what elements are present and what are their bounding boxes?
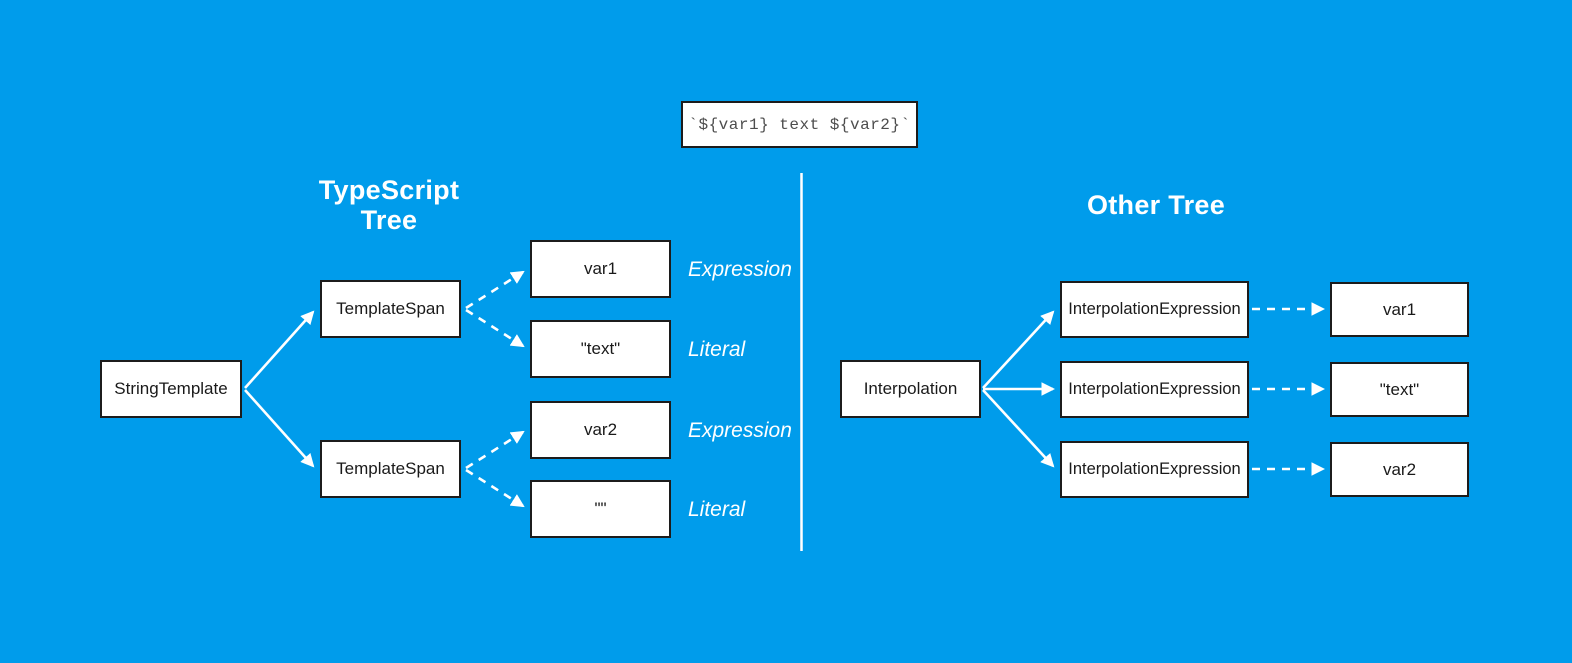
code-snippet-box: `${var1} text ${var2}` (681, 101, 918, 148)
kind-label-literal-1: Literal (688, 338, 746, 361)
node-leaf-r-var1: var1 (1330, 282, 1469, 337)
typescript-tree-title: TypeScript Tree (318, 175, 460, 235)
arrow-stringtemplate-templatespan-1 (244, 310, 315, 389)
arrow-stringtemplate-templatespan-2 (244, 389, 315, 468)
kind-label-literal-2: Literal (688, 498, 746, 521)
node-interpexpr-1: InterpolationExpression (1060, 281, 1249, 338)
node-templatespan-2: TemplateSpan (320, 440, 461, 498)
node-interpexpr-3: InterpolationExpression (1060, 441, 1249, 498)
node-leaf-r-var2: var2 (1330, 442, 1469, 497)
code-snippet-text: `${var1} text ${var2}` (688, 115, 911, 134)
arrow-interpolation-interpexpr-3 (982, 389, 1055, 468)
kind-label-expression-2: Expression (688, 419, 792, 442)
node-templatespan-1: TemplateSpan (320, 280, 461, 338)
arrow-templatespan2-var2 (465, 430, 525, 470)
node-leaf-r-text: "text" (1330, 362, 1469, 417)
node-leaf-empty: "" (530, 480, 671, 538)
node-leaf-var2: var2 (530, 401, 671, 459)
node-interpolation: Interpolation (840, 360, 981, 418)
node-interpexpr-2: InterpolationExpression (1060, 361, 1249, 418)
arrow-interpolation-interpexpr-1 (982, 310, 1055, 389)
kind-label-expression-1: Expression (688, 258, 792, 281)
arrow-templatespan1-text (465, 308, 525, 348)
node-leaf-text: "text" (530, 320, 671, 378)
node-stringtemplate: StringTemplate (100, 360, 242, 418)
node-leaf-var1: var1 (530, 240, 671, 298)
arrow-templatespan2-empty (465, 468, 525, 508)
arrow-templatespan1-var1 (465, 270, 525, 310)
other-tree-title: Other Tree (1086, 190, 1226, 220)
